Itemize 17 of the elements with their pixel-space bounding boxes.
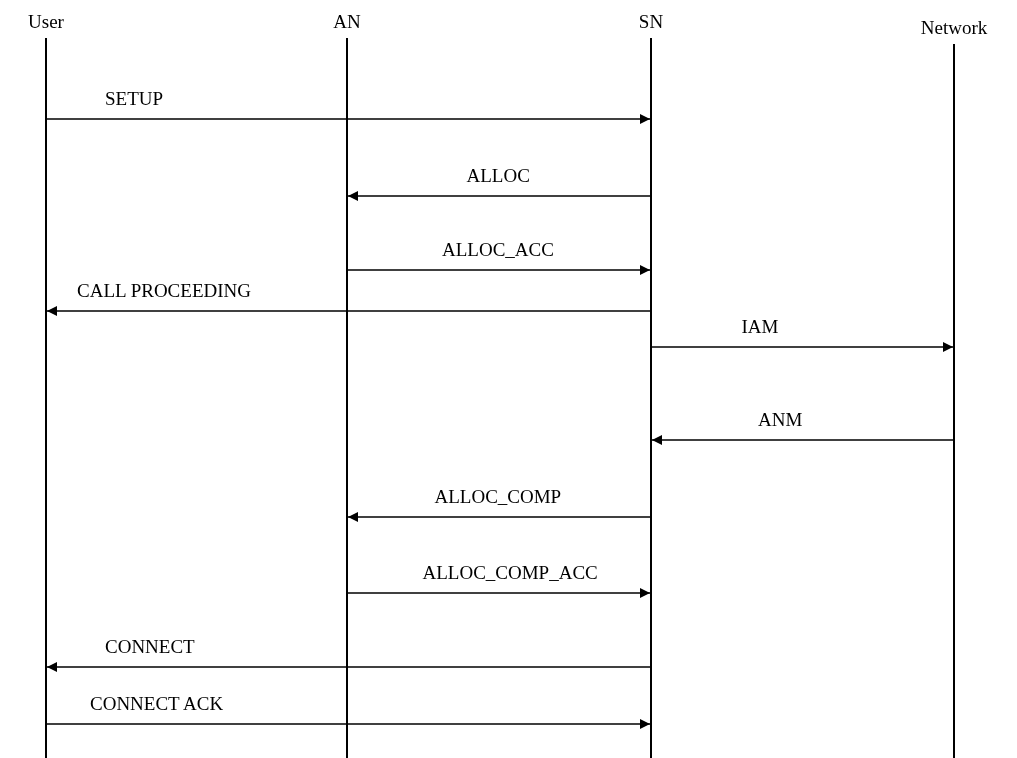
message-arrow: [347, 512, 651, 522]
message-arrow: [347, 588, 651, 598]
message-arrow: [347, 265, 651, 275]
participant-label: SN: [638, 12, 664, 32]
message-label: ALLOC_COMP_ACC: [420, 563, 600, 583]
message-label: ALLOC_COMP: [432, 487, 564, 507]
message-arrow: [46, 662, 651, 672]
message-arrow: [347, 191, 651, 201]
participant-label: Network: [920, 18, 988, 38]
participant-label: AN: [333, 12, 361, 32]
message-arrow: [46, 114, 651, 124]
participant-label: User: [28, 12, 64, 32]
message-arrow: [651, 342, 954, 352]
message-arrow: [651, 435, 954, 445]
message-label: ALLOC_ACC: [440, 240, 556, 260]
message-arrow: [46, 719, 651, 729]
message-arrow: [46, 306, 651, 316]
